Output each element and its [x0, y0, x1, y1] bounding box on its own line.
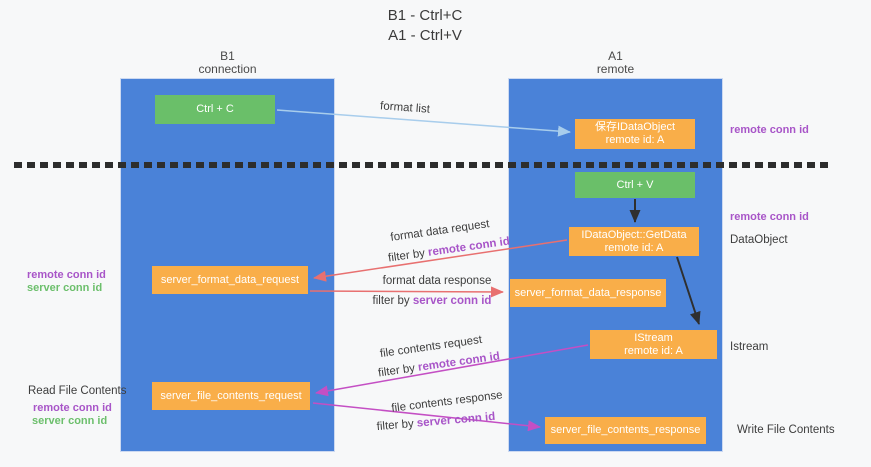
- filter-by-text: filter by: [387, 246, 429, 265]
- node-server-format-data-response: server_format_data_response: [510, 279, 666, 307]
- node-server-file-contents-request-label: server_file_contents_request: [160, 389, 302, 402]
- node-ctrl-c-label: Ctrl + C: [196, 103, 234, 115]
- label-format-data-response: format data response: [383, 275, 492, 287]
- node-server-format-data-request-label: server_format_data_request: [160, 273, 300, 286]
- node-idataobject-getdata: IDataObject::GetData remote id: A: [569, 227, 699, 256]
- filter-by-text: filter by: [372, 295, 413, 307]
- node-save-dataobject-line1: 保存IDataObject: [594, 121, 676, 133]
- node-save-dataobject: 保存IDataObject remote id: A: [575, 119, 695, 149]
- lane-header-b1: B1 connection: [120, 50, 335, 76]
- node-istream-line2: remote id: A: [624, 344, 683, 357]
- lane-a1-subtitle: remote: [596, 62, 635, 76]
- node-server-format-data-request: server_format_data_request: [152, 266, 308, 294]
- node-ctrl-v: Ctrl + V: [575, 172, 695, 198]
- node-ctrl-c: Ctrl + C: [155, 95, 275, 124]
- annotation-istream: Istream: [730, 341, 769, 353]
- node-server-file-contents-response: server_file_contents_response: [545, 417, 706, 444]
- annotation-remote-conn-id-right-mid: remote conn id: [730, 211, 809, 223]
- annotation-remote-conn-id-left-bottom: remote conn id: [33, 402, 112, 414]
- annotation-remote-conn-id-right-top: remote conn id: [730, 124, 809, 136]
- node-save-dataobject-line2: remote id: A: [605, 134, 665, 146]
- node-getdata-line1: IDataObject::GetData: [581, 228, 687, 241]
- lane-a1-title: A1: [608, 49, 623, 63]
- filter-by-text: filter by: [377, 361, 419, 380]
- remote-conn-id-text: remote conn id: [417, 350, 501, 374]
- node-server-format-data-response-label: server_format_data_response: [514, 286, 662, 299]
- annotation-server-conn-id-left-top: server conn id: [27, 282, 103, 294]
- filter-by-text: filter by: [376, 417, 418, 434]
- lane-b1-subtitle: connection: [198, 62, 257, 76]
- diagram-title: B1 - Ctrl+C A1 - Ctrl+V: [0, 6, 850, 46]
- annotation-read-file-contents: Read File Contents: [28, 385, 127, 397]
- annotation-write-file-contents: Write File Contents: [737, 424, 835, 436]
- node-ctrl-v-label: Ctrl + V: [616, 178, 654, 191]
- label-filter-server-conn-id-1: filter by server conn id: [373, 295, 492, 307]
- node-istream: IStream remote id: A: [590, 330, 717, 359]
- annotation-remote-conn-id-left-top: remote conn id: [27, 269, 106, 281]
- node-istream-line1: IStream: [634, 331, 673, 344]
- node-server-file-contents-request: server_file_contents_request: [152, 382, 310, 410]
- annotation-server-conn-id-left-bottom: server conn id: [32, 415, 108, 427]
- arrow-format-data-response: [309, 286, 504, 298]
- node-server-file-contents-response-label: server_file_contents_response: [550, 424, 701, 436]
- title-line-1: B1 - Ctrl+C: [387, 7, 463, 24]
- server-conn-id-text: server conn id: [412, 295, 492, 307]
- server-conn-id-text: server conn id: [416, 410, 496, 430]
- lane-header-a1: A1 remote: [508, 50, 723, 76]
- title-line-2: A1 - Ctrl+V: [388, 27, 462, 44]
- label-format-list: format list: [380, 100, 431, 115]
- annotation-dataobject: DataObject: [730, 234, 788, 246]
- remote-conn-id-text: remote conn id: [427, 235, 511, 259]
- node-getdata-line2: remote id: A: [604, 241, 664, 254]
- label-format-data-response-text: format data response: [382, 275, 492, 287]
- lane-b1-title: B1: [220, 49, 235, 63]
- label-format-list-text: format list: [379, 100, 431, 116]
